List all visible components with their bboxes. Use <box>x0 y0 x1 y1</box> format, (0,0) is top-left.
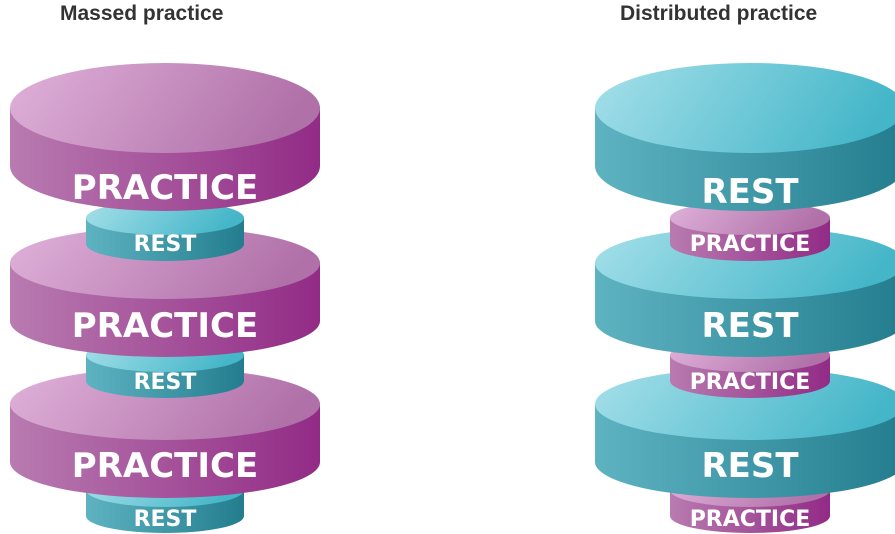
distributed-narrow-disc-practice: PRACTICE <box>670 201 830 261</box>
massed-narrow-label: REST <box>134 232 197 257</box>
massed-narrow-label: REST <box>134 370 197 395</box>
distributed-wide-label: REST <box>701 172 799 212</box>
distributed-narrow-label: PRACTICE <box>690 507 811 532</box>
distributed-wide-label: REST <box>701 446 799 486</box>
distributed-practice-title: Distributed practice <box>620 2 818 25</box>
massed-wide-label: PRACTICE <box>72 168 258 208</box>
massed-practice-title: Massed practice <box>60 2 224 25</box>
distributed-narrow-label: PRACTICE <box>690 370 811 395</box>
massed-wide-disc-practice: PRACTICE <box>10 63 320 211</box>
massed-wide-label: PRACTICE <box>72 306 258 346</box>
distributed-narrow-label: PRACTICE <box>690 232 811 257</box>
distributed-stack: PRACTICE REST PRACTICE REST <box>595 63 895 533</box>
massed-wide-label: PRACTICE <box>72 446 258 486</box>
distributed-wide-disc-rest: REST <box>595 63 895 212</box>
massed-wide-disc-practice: PRACTICE <box>10 368 320 498</box>
distributed-wide-label: REST <box>701 306 799 346</box>
massed-narrow-label: REST <box>134 507 197 532</box>
massed-stack: REST PRACTICE REST PRACTICE <box>10 63 320 533</box>
